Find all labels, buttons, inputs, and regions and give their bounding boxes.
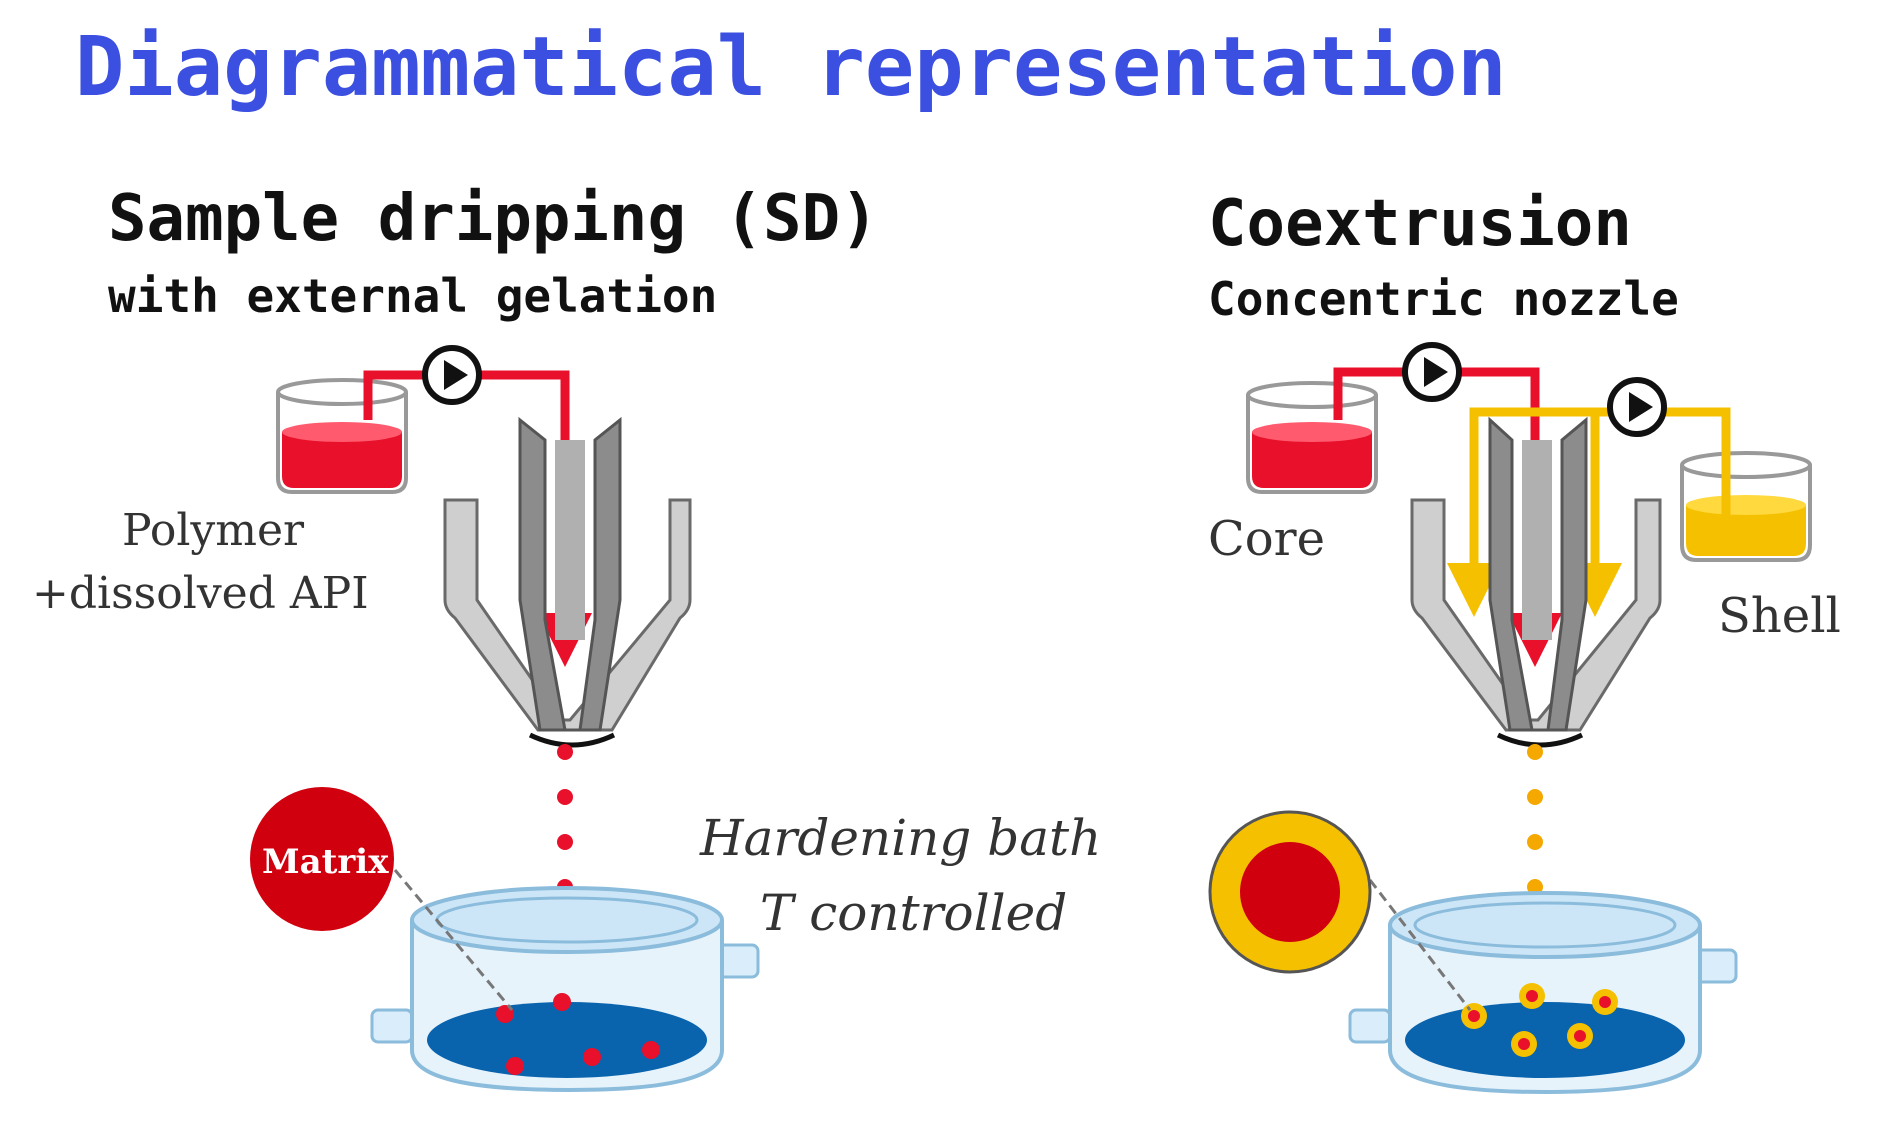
right-subheading: Concentric nozzle (1208, 272, 1679, 326)
bath-label-line1: Hardening bath (699, 809, 1101, 867)
core-pump-icon (1402, 342, 1462, 402)
matrix-bead (250, 787, 394, 931)
page-title: Diagrammatical representation (75, 20, 1507, 115)
pump-icon (422, 345, 482, 405)
right-panel: Core Shell (1208, 342, 1841, 1095)
nozzle-icon (443, 416, 692, 748)
bath-beads (496, 993, 660, 1075)
polymer-beaker (276, 378, 408, 494)
core-label: Core (1208, 511, 1325, 567)
bead-callout-line (393, 869, 514, 1011)
left-subheading: with external gelation (108, 269, 717, 323)
bead-label: Matrix (262, 842, 389, 882)
right-heading: Coextrusion (1208, 187, 1632, 261)
core-beaker (1246, 381, 1378, 494)
shell-label: Shell (1718, 588, 1841, 644)
bath-capsules (1461, 983, 1618, 1057)
capsule-core (1240, 842, 1340, 942)
hardening-bath (370, 886, 760, 1093)
reservoir-label-line1: Polymer (122, 505, 305, 556)
reservoir-label-line2: +dissolved API (32, 568, 369, 619)
left-panel: Matrix Polymer +dissolved API Hardening … (32, 345, 1101, 1093)
left-heading: Sample dripping (SD) (108, 182, 879, 256)
shell-feed-line (1447, 407, 1731, 617)
shell-pump-icon (1607, 377, 1667, 437)
capsule-callout-line (1368, 879, 1472, 1011)
concentric-nozzle-icon (1410, 416, 1662, 748)
shell-beaker (1680, 451, 1812, 562)
bath-label-line2: T controlled (760, 884, 1067, 942)
